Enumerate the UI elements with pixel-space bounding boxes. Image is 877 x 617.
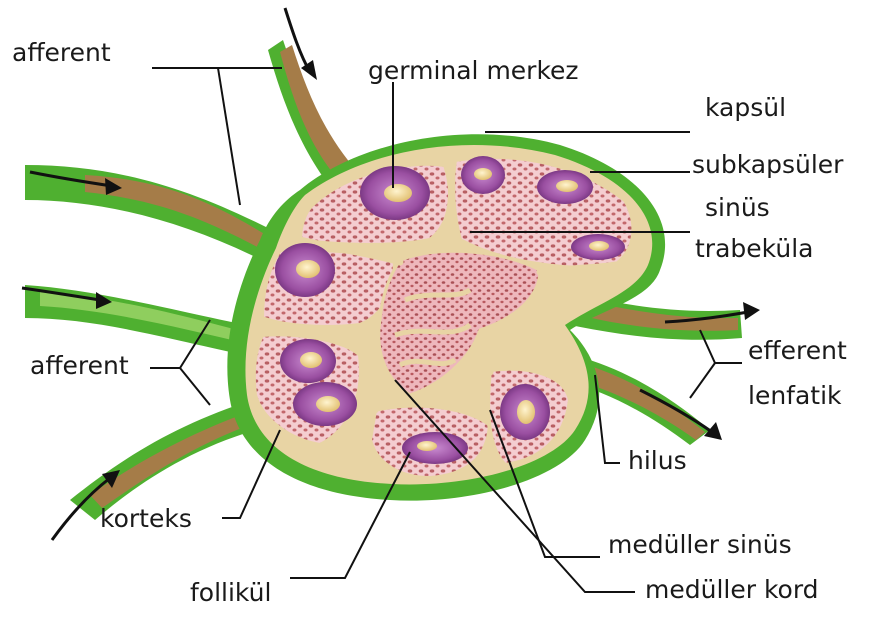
label-subkapsuler: subkapsüler <box>692 152 843 177</box>
label-medullar-kord: medüller kord <box>645 577 819 602</box>
label-lenfatik: lenfatik <box>748 383 842 408</box>
label-follikul: follikül <box>190 580 271 605</box>
follicle <box>402 432 468 464</box>
label-trabekula: trabeküla <box>695 236 813 261</box>
label-afferent-top: afferent <box>12 40 111 65</box>
leader-line-afferent-top <box>218 68 240 205</box>
label-germinal-merkez: germinal merkez <box>368 58 579 83</box>
follicle <box>275 243 335 297</box>
follicle <box>500 384 550 440</box>
leader-line-afferent-mid <box>180 368 210 405</box>
label-sinus: sinüs <box>705 195 770 220</box>
label-medullar-sinus: medüller sinüs <box>608 532 792 557</box>
follicle <box>537 170 593 204</box>
label-hilus: hilus <box>628 448 687 473</box>
follicle <box>293 382 357 426</box>
label-korteks: korteks <box>100 506 192 531</box>
follicle <box>360 166 430 220</box>
follicle <box>571 234 625 260</box>
follicle <box>461 156 505 194</box>
label-afferent-mid: afferent <box>30 353 129 378</box>
label-efferent: efferent <box>748 338 847 363</box>
follicle <box>280 339 336 383</box>
label-kapsul: kapsül <box>705 95 786 120</box>
leader-line-efferent <box>690 363 715 398</box>
